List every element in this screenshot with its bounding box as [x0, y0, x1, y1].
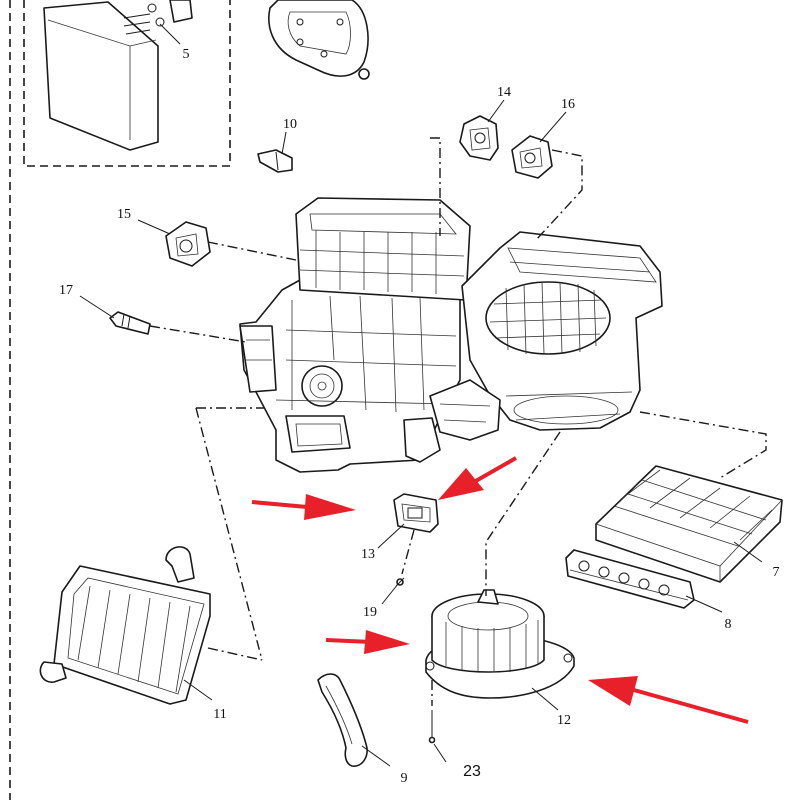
callout-19: 19 — [363, 605, 377, 620]
actuator-part-15 — [165, 221, 211, 267]
evaporator-core-part — [43, 0, 193, 151]
red-arrow-12-left — [325, 630, 410, 654]
callout-9: 9 — [401, 771, 408, 786]
callout-13: 13 — [361, 547, 375, 562]
callout-23: 23 — [463, 763, 481, 780]
inset-box-border — [23, 0, 231, 167]
hvac-housing-assembly — [239, 197, 663, 473]
leader-lines — [79, 23, 763, 767]
callout-8: 8 — [725, 617, 732, 632]
callout-11: 11 — [213, 707, 226, 722]
cabin-filter-part-7 — [595, 465, 783, 583]
drain-hose-part-9 — [317, 673, 368, 767]
callout-10: 10 — [283, 117, 297, 132]
callout-12: 12 — [557, 713, 571, 728]
sensor-part-10 — [257, 149, 293, 173]
actuator-part-14 — [459, 115, 499, 161]
red-arrow-13-right — [438, 456, 517, 500]
callout-14: 14 — [497, 85, 511, 100]
sensor-part-17 — [109, 311, 151, 335]
red-arrow-13-left — [251, 494, 356, 520]
screw-part-23 — [428, 710, 436, 744]
callout-17: 17 — [59, 283, 73, 298]
seal-plate-part — [268, 0, 370, 80]
red-arrow-12-right — [588, 676, 749, 724]
blower-motor-part-12 — [425, 589, 575, 699]
actuator-part-16 — [511, 135, 553, 179]
assembly-lines — [149, 137, 767, 706]
heater-core-part-11 — [39, 546, 211, 705]
callout-7: 7 — [773, 565, 780, 580]
callout-16: 16 — [561, 97, 575, 112]
callout-5: 5 — [183, 47, 190, 62]
blower-resistor-part-13 — [393, 493, 439, 533]
callout-15: 15 — [117, 207, 131, 222]
